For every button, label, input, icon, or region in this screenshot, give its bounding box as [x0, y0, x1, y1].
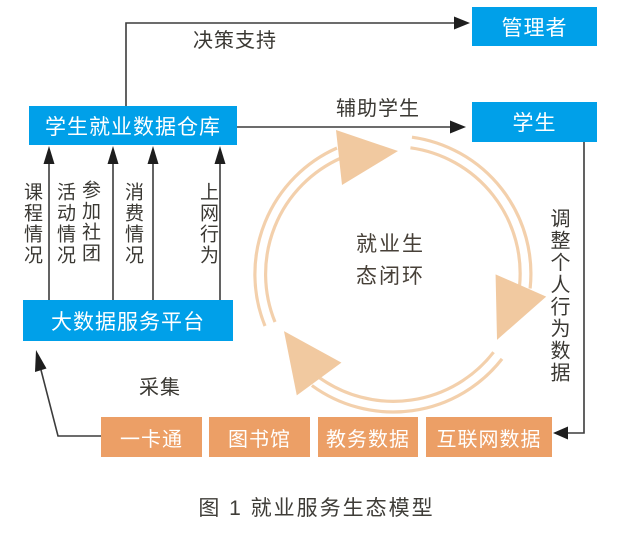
node-student: 学生 — [472, 102, 597, 142]
edge-collect-arrow — [35, 350, 101, 437]
edge-decision-support-arrow — [125, 16, 470, 106]
node-platform: 大数据服务平台 — [23, 300, 233, 341]
node-internet-data: 互联网数据 — [426, 417, 552, 457]
label-club-activity-col1: 参加社团 — [79, 180, 100, 264]
label-ecology-loop-line1: 就业生 — [356, 233, 425, 256]
label-adjust-behavior: 调整个人行为数据 — [547, 208, 569, 384]
label-collect: 采集 — [139, 377, 181, 399]
edge-platform-to-warehouse-arrows — [43, 146, 226, 300]
node-card: 一卡通 — [101, 417, 202, 457]
label-consumption-status: 消费情况 — [122, 182, 143, 266]
label-internet-behavior: 上网行为 — [197, 182, 218, 266]
label-course-status: 课程情况 — [21, 182, 42, 266]
node-manager: 管理者 — [472, 7, 597, 46]
ecology-loop-icon — [253, 130, 547, 414]
edge-adjust-behavior-arrow — [553, 142, 585, 440]
node-academic-data: 教务数据 — [318, 417, 418, 457]
label-decision-support: 决策支持 — [193, 30, 277, 52]
label-ecology-loop: 就业生 态闭环 — [343, 229, 438, 293]
label-club-activity-col2: 活动情况 — [54, 182, 75, 266]
node-warehouse: 学生就业数据仓库 — [29, 106, 237, 145]
figure-caption: 图 1 就业服务生态模型 — [198, 497, 435, 520]
label-assist-students: 辅助学生 — [336, 98, 420, 120]
edge-assist-students-arrow — [237, 120, 466, 134]
node-library: 图书馆 — [209, 417, 310, 457]
label-ecology-loop-line2: 态闭环 — [356, 265, 425, 288]
